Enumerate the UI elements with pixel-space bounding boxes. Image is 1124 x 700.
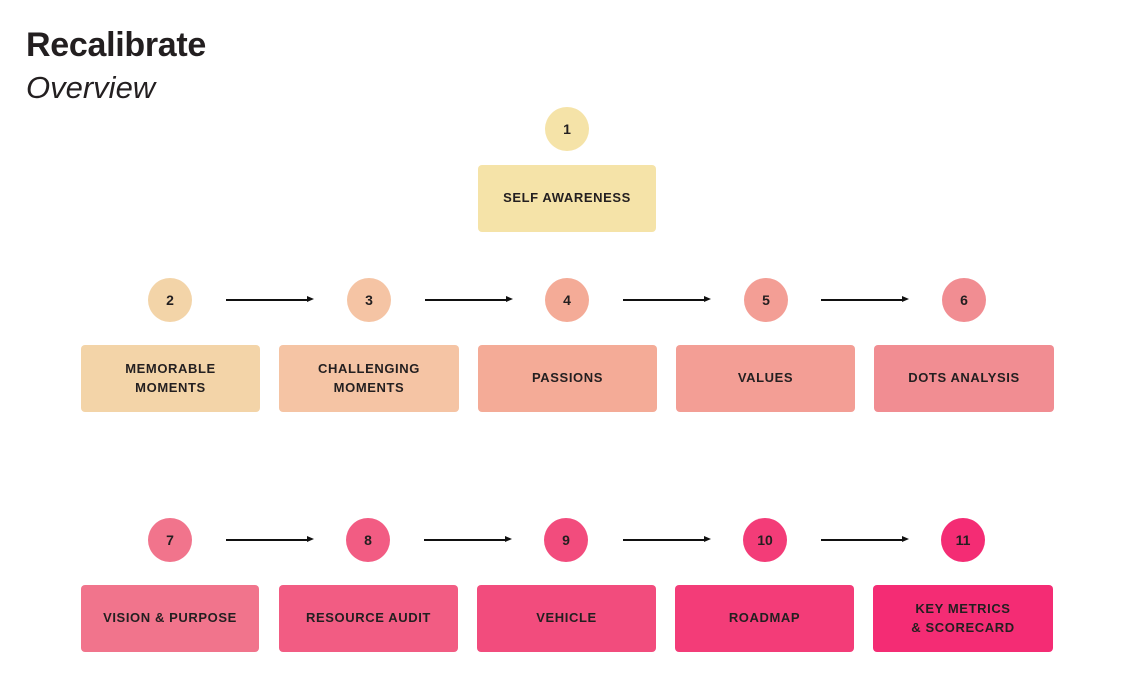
arrow-shaft xyxy=(425,299,507,301)
step-number-badge-2[interactable]: 2 xyxy=(148,278,192,322)
step-box-3[interactable]: CHALLENGING MOMENTS xyxy=(279,345,459,412)
arrow-shaft xyxy=(821,299,903,301)
arrow-head xyxy=(704,536,711,543)
step-box-4[interactable]: PASSIONS xyxy=(478,345,657,412)
page-title: Recalibrate xyxy=(26,26,207,64)
arrow-head xyxy=(704,296,711,303)
step-box-2[interactable]: MEMORABLE MOMENTS xyxy=(81,345,260,412)
arrow-head xyxy=(307,536,314,543)
arrow-head xyxy=(505,536,512,543)
step-box-1[interactable]: SELF AWARENESS xyxy=(478,165,656,232)
step-box-10[interactable]: ROADMAP xyxy=(675,585,854,652)
step-number-badge-3[interactable]: 3 xyxy=(347,278,391,322)
step-box-7[interactable]: VISION & PURPOSE xyxy=(81,585,259,652)
arrow-shaft xyxy=(424,539,506,541)
step-number-badge-9[interactable]: 9 xyxy=(544,518,588,562)
arrow-head xyxy=(902,296,909,303)
step-number-badge-11[interactable]: 11 xyxy=(941,518,985,562)
arrow-shaft xyxy=(226,539,308,541)
arrow-head xyxy=(902,536,909,543)
arrow-connector-icon xyxy=(821,295,909,305)
arrow-connector-icon xyxy=(623,295,711,305)
arrow-shaft xyxy=(226,299,308,301)
step-number-badge-4[interactable]: 4 xyxy=(545,278,589,322)
arrow-head xyxy=(506,296,513,303)
arrow-connector-icon xyxy=(226,535,314,545)
step-box-11[interactable]: KEY METRICS & SCORECARD xyxy=(873,585,1053,652)
arrow-shaft xyxy=(623,299,705,301)
step-box-9[interactable]: VEHICLE xyxy=(477,585,656,652)
arrow-shaft xyxy=(821,539,903,541)
arrow-connector-icon xyxy=(425,295,513,305)
step-number-badge-1[interactable]: 1 xyxy=(545,107,589,151)
step-number-badge-6[interactable]: 6 xyxy=(942,278,986,322)
step-number-badge-8[interactable]: 8 xyxy=(346,518,390,562)
page-header: Recalibrate Overview xyxy=(26,26,207,105)
step-number-badge-5[interactable]: 5 xyxy=(744,278,788,322)
step-box-8[interactable]: RESOURCE AUDIT xyxy=(279,585,458,652)
step-box-6[interactable]: DOTS ANALYSIS xyxy=(874,345,1054,412)
arrow-connector-icon xyxy=(821,535,909,545)
step-number-badge-10[interactable]: 10 xyxy=(743,518,787,562)
page-subtitle: Overview xyxy=(26,69,156,105)
arrow-connector-icon xyxy=(623,535,711,545)
arrow-connector-icon xyxy=(424,535,512,545)
arrow-head xyxy=(307,296,314,303)
arrow-shaft xyxy=(623,539,705,541)
step-box-5[interactable]: VALUES xyxy=(676,345,855,412)
step-number-badge-7[interactable]: 7 xyxy=(148,518,192,562)
arrow-connector-icon xyxy=(226,295,314,305)
